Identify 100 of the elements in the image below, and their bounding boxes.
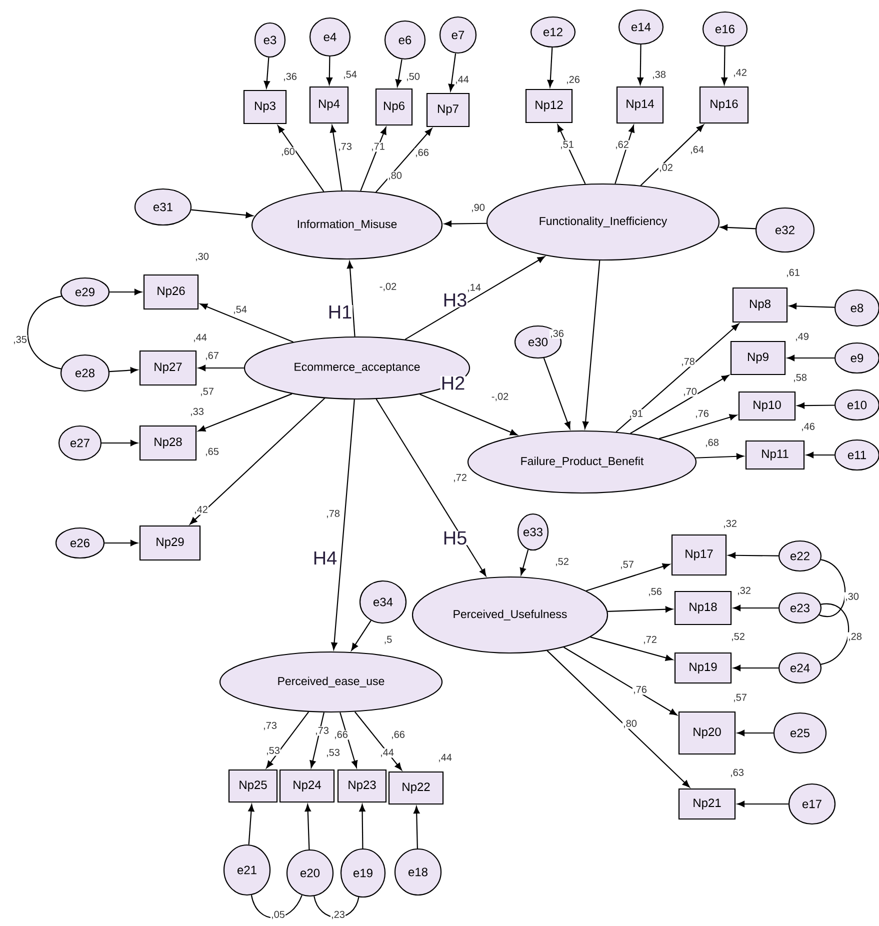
indicator-box: Np9 <box>730 340 786 376</box>
path-coefficient: ,57 <box>199 387 215 397</box>
arrow <box>351 620 372 651</box>
arrow <box>720 224 756 231</box>
arrow <box>198 393 292 432</box>
arrow <box>359 804 366 848</box>
path-coefficient: ,67 <box>204 351 220 361</box>
arrow <box>546 650 690 788</box>
path-coefficient: ,72 <box>452 473 468 483</box>
path-coefficient: -,02 <box>378 282 398 292</box>
arrow <box>564 646 678 716</box>
arrow <box>278 125 324 192</box>
path-coefficient: ,78 <box>680 357 696 367</box>
arrow <box>806 452 834 458</box>
arrow <box>787 354 834 362</box>
arrow <box>640 124 704 186</box>
arrow <box>797 402 834 409</box>
arrow <box>266 712 309 768</box>
arrow <box>520 549 529 576</box>
indicator-box: Np16 <box>699 86 749 124</box>
path-coefficient: -,02 <box>490 392 510 402</box>
path-coefficient: ,54 <box>232 305 248 315</box>
squared-correlation: ,54 <box>342 70 358 80</box>
covariance-curve <box>314 896 360 918</box>
arrow <box>248 804 254 845</box>
squared-correlation: ,50 <box>405 72 421 82</box>
path-coefficient: ,68 <box>704 438 720 448</box>
indicator-box: Np23 <box>337 769 387 803</box>
path-coefficient: ,66 <box>414 148 430 158</box>
arrow <box>304 804 311 850</box>
squared-correlation: ,44 <box>454 75 470 85</box>
path-coefficient: ,66 <box>333 730 349 740</box>
indicator-box: Np11 <box>745 440 805 470</box>
path-coefficient: ,65 <box>204 447 220 457</box>
path-coefficient: ,66 <box>390 730 406 740</box>
squared-correlation: ,32 <box>736 586 752 596</box>
hypothesis-label: H1 <box>327 304 353 320</box>
arrow <box>191 209 254 218</box>
arrow <box>340 712 358 768</box>
path-coefficient: ,64 <box>689 145 705 155</box>
arrow <box>737 800 788 808</box>
path-coefficient: ,73 <box>262 721 278 731</box>
squared-correlation: ,38 <box>651 70 667 80</box>
path-coefficient: ,35 <box>12 335 28 345</box>
indicator-box: Np29 <box>139 525 201 561</box>
squared-correlation: ,46 <box>800 422 816 432</box>
path-coefficient: ,14 <box>466 283 482 293</box>
path-coefficient: ,72 <box>642 635 658 645</box>
arrow <box>637 44 644 85</box>
hypothesis-label: H3 <box>442 292 468 308</box>
squared-correlation: ,52 <box>554 557 570 567</box>
path-coefficient: ,76 <box>632 685 648 695</box>
arrow <box>608 606 673 612</box>
squared-correlation: ,36 <box>282 72 298 82</box>
arrow <box>733 604 778 612</box>
squared-correlation: ,26 <box>565 75 581 85</box>
indicator-box: Np20 <box>678 711 736 755</box>
indicator-box: Np4 <box>309 86 349 124</box>
covariance-curve <box>820 604 850 665</box>
squared-correlation: ,44 <box>192 333 208 343</box>
arrow <box>728 552 778 558</box>
squared-correlation: ,32 <box>722 519 738 529</box>
indicator-box: Np19 <box>674 652 732 684</box>
arrow <box>346 261 356 336</box>
arrow <box>109 367 138 374</box>
arrow <box>330 125 342 191</box>
path-coefficient: ,57 <box>619 560 635 570</box>
path-coefficient: ,80 <box>622 719 638 729</box>
arrow <box>331 400 355 650</box>
squared-correlation: ,5 <box>383 635 393 645</box>
arrow <box>190 398 326 524</box>
arrow <box>354 712 402 770</box>
indicator-box: Np25 <box>228 769 278 803</box>
arrow <box>420 394 518 436</box>
squared-correlation: ,49 <box>794 332 810 342</box>
hypothesis-label: H5 <box>442 530 468 546</box>
arrow <box>614 125 635 184</box>
squared-correlation: ,44 <box>437 753 453 763</box>
path-coefficient: ,73 <box>314 726 330 736</box>
arrow <box>733 664 778 672</box>
arrow <box>102 440 138 446</box>
squared-correlation: ,63 <box>729 768 745 778</box>
path-coefficient: ,62 <box>614 140 630 150</box>
arrow <box>543 358 570 430</box>
indicator-box: Np26 <box>143 274 199 310</box>
path-coefficient: ,71 <box>370 142 386 152</box>
squared-correlation: ,42 <box>732 68 748 78</box>
arrow <box>789 303 834 310</box>
squared-correlation: ,91 <box>628 409 644 419</box>
arrow <box>198 364 244 372</box>
arrow <box>737 730 774 736</box>
path-coefficient: ,56 <box>647 587 663 597</box>
covariance-curve <box>250 894 302 918</box>
arrow <box>104 540 138 546</box>
arrow <box>404 256 545 340</box>
path-coefficient: ,36 <box>549 329 565 339</box>
indicator-box: Np24 <box>279 769 335 803</box>
arrow <box>395 59 402 87</box>
hypothesis-label: H4 <box>312 550 338 566</box>
squared-correlation: ,57 <box>732 693 748 703</box>
